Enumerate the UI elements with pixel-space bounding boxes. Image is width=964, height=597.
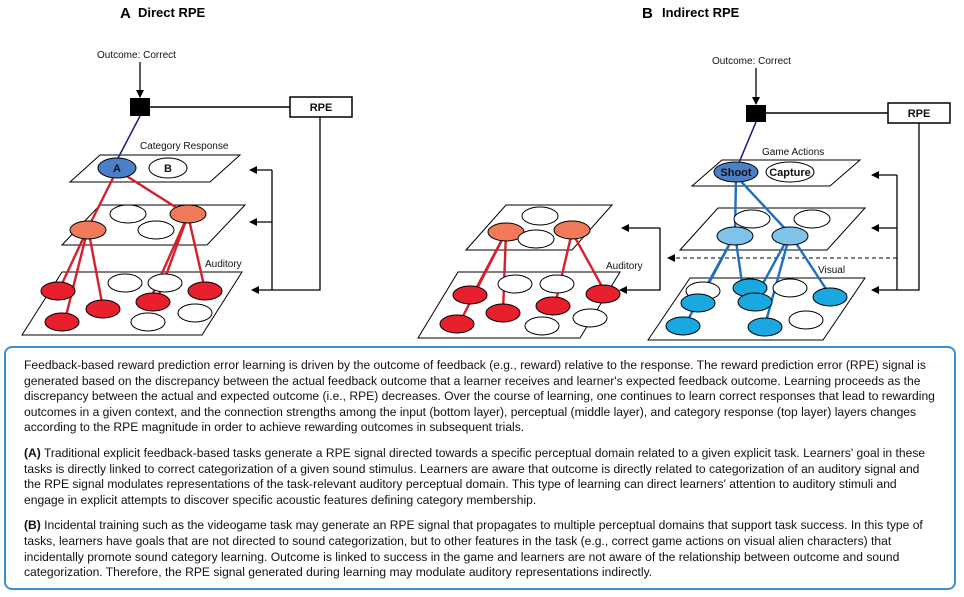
panel-b-auditory-node-active <box>452 285 488 305</box>
panel-b-perceptual-node-active <box>716 226 754 246</box>
panel-a-node-a <box>97 157 137 179</box>
panel-b-bottom-layer-label: Visual <box>818 265 845 276</box>
panel-b-node-capture-label: Capture <box>769 167 811 179</box>
panel-b-visual-node <box>772 278 808 298</box>
panel-a-bottom-layer-label: Auditory <box>205 259 242 270</box>
panel-a-perceptual-node <box>109 204 147 224</box>
panel-b-top-layer-label: Game Actions <box>762 147 824 158</box>
panel-b-node-shoot-label: Shoot <box>720 167 751 179</box>
panel-a-perceptual-node <box>137 220 175 240</box>
panel-b-visual-node-active <box>812 287 848 307</box>
panel-a-auditory-node-active <box>85 299 121 319</box>
panel-b-title: Indirect RPE <box>662 5 740 20</box>
panel-b-auditory-node-active <box>485 303 521 323</box>
panel-a-top-layer-label: Category Response <box>140 141 229 152</box>
panel-b-auditory-node <box>524 316 560 336</box>
panel-b-visual-node-active <box>665 316 701 336</box>
panel-b-auditory-perceptual-node-active <box>553 220 591 240</box>
panel-a-perceptual-node-active <box>169 204 207 224</box>
panel-b-auditory-node-active <box>585 284 621 304</box>
panel-a-auditory-node-active <box>187 281 223 301</box>
panel-b-left-layer-label: Auditory <box>606 261 643 272</box>
panel-a-comparator-to-a <box>116 115 141 161</box>
rpe-diagram: A Direct RPE Outcome: Correct RPE Catego… <box>21 5 951 341</box>
panel-b-rpe-label: RPE <box>908 108 931 120</box>
panel-b-auditory-perceptual-node <box>521 206 559 226</box>
caption-a-label: (A) <box>24 445 41 460</box>
panel-a-rpe-box <box>289 96 353 118</box>
panel-b-node-shoot <box>713 161 759 183</box>
panel-a-auditory-node <box>177 303 213 323</box>
panel-b-visual-node <box>788 310 824 330</box>
panel-a-auditory-node <box>107 273 143 293</box>
panel-a-auditory-node-active <box>135 292 171 312</box>
panel-b: B Indirect RPE Outcome: Correct RPE Game… <box>417 5 951 341</box>
panel-b-auditory-perceptual-node <box>517 229 555 249</box>
panel-a-node-b <box>148 157 188 179</box>
caption-box: Feedback-based reward prediction error l… <box>4 346 956 590</box>
panel-b-comparator-to-shoot <box>737 121 757 166</box>
panel-b-auditory-node <box>497 274 533 294</box>
panel-a-auditory-node <box>147 273 183 293</box>
panel-a: A Direct RPE Outcome: Correct RPE Catego… <box>21 5 353 336</box>
panel-a-auditory-node <box>130 312 166 332</box>
panel-b-auditory-node <box>572 308 608 328</box>
panel-a-comparator <box>130 98 150 116</box>
panel-b-letter: B <box>642 5 653 22</box>
panel-b-auditory-bracket-arrow <box>619 228 661 294</box>
panel-a-node-b-label: B <box>164 163 172 175</box>
panel-b-auditory-node <box>539 274 575 294</box>
caption-b: (B) Incidental training such as the vide… <box>24 518 936 580</box>
panel-b-visual-node-active <box>680 293 716 313</box>
panel-a-auditory-node-active <box>44 312 80 332</box>
panel-b-auditory-node-active <box>439 314 475 334</box>
caption-a: (A) Traditional explicit feedback-based … <box>24 446 936 508</box>
panel-b-node-capture <box>765 161 815 183</box>
panel-b-perceptual-node <box>793 209 831 229</box>
panel-b-perceptual-node <box>733 209 771 229</box>
panel-a-title: Direct RPE <box>138 5 206 20</box>
panel-a-perceptual-node-active <box>69 220 107 240</box>
panel-a-letter: A <box>120 5 131 22</box>
panel-a-auditory-node-active <box>40 281 76 301</box>
panel-a-rpe-to-auditory-arrow <box>251 117 321 294</box>
panel-a-outcome-label: Outcome: Correct <box>97 50 176 61</box>
panel-b-outcome-label: Outcome: Correct <box>712 56 791 67</box>
panel-b-visual-node-active <box>737 292 773 312</box>
caption-intro: Feedback-based reward prediction error l… <box>24 358 935 435</box>
panel-b-comparator <box>746 105 766 122</box>
panel-b-perceptual-node-active <box>771 226 809 246</box>
caption-a-text: Traditional explicit feedback-based task… <box>24 445 926 507</box>
panel-a-rpe-label: RPE <box>310 102 333 114</box>
panel-b-visual-node-active <box>747 317 783 337</box>
caption-b-label: (B) <box>24 518 41 533</box>
panel-b-rpe-to-visual-arrow <box>871 123 920 294</box>
panel-b-auditory-node-active <box>535 296 571 316</box>
caption-b-text: Incidental training such as the videogam… <box>24 518 923 580</box>
panel-a-node-a-label: A <box>113 163 121 175</box>
